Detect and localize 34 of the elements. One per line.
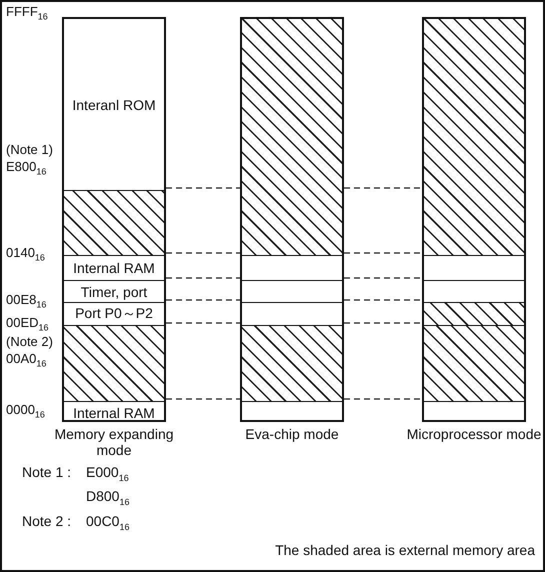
column-caption: Eva-chip mode xyxy=(244,426,340,442)
hatched-memory-region xyxy=(64,325,164,401)
hatched-memory-region xyxy=(242,325,342,401)
region-label: Internal RAM xyxy=(73,260,155,276)
hatched-memory-region xyxy=(424,19,524,255)
address-label: 00ED$_{16}$ xyxy=(6,315,49,333)
region-label: Interanl ROM xyxy=(72,96,156,112)
column-caption: Microprocessor mode xyxy=(406,426,542,442)
note-text: 00C0$_{16}$ xyxy=(86,513,130,532)
address-label: 00E8$_{16}$ xyxy=(6,292,46,310)
column-caption: Memory expanding mode xyxy=(53,426,175,458)
note-label: Note 2 : xyxy=(22,513,72,529)
region-label: Port P0～P2 xyxy=(75,305,153,323)
region-label: Timer, port xyxy=(80,284,148,300)
note-text: E000$_{16}$ xyxy=(86,464,129,483)
address-label: 0000$_{16}$ xyxy=(6,402,45,420)
address-label: E800$_{16}$ xyxy=(6,159,46,177)
note-reference: (Note 1) xyxy=(6,142,53,157)
note-reference: (Note 2) xyxy=(6,334,53,349)
hatched-memory-region xyxy=(64,190,164,255)
hatched-memory-region xyxy=(424,302,524,325)
hatched-memory-region xyxy=(242,19,342,255)
address-label: 00A0$_{16}$ xyxy=(6,351,46,369)
memory-map-column xyxy=(62,17,166,422)
memory-region xyxy=(64,280,164,302)
note-label: Note 1 : xyxy=(22,464,72,480)
address-label: FFFF$_{16}$ xyxy=(6,4,48,22)
note-text: D800$_{16}$ xyxy=(86,488,130,507)
note-text: The shaded area is external memory area xyxy=(275,542,535,558)
hatched-memory-region xyxy=(424,325,524,401)
address-label: 0140$_{16}$ xyxy=(6,245,45,263)
memory-map-column xyxy=(422,17,526,422)
memory-map-column xyxy=(240,17,344,422)
region-label: Internal RAM xyxy=(73,405,155,421)
